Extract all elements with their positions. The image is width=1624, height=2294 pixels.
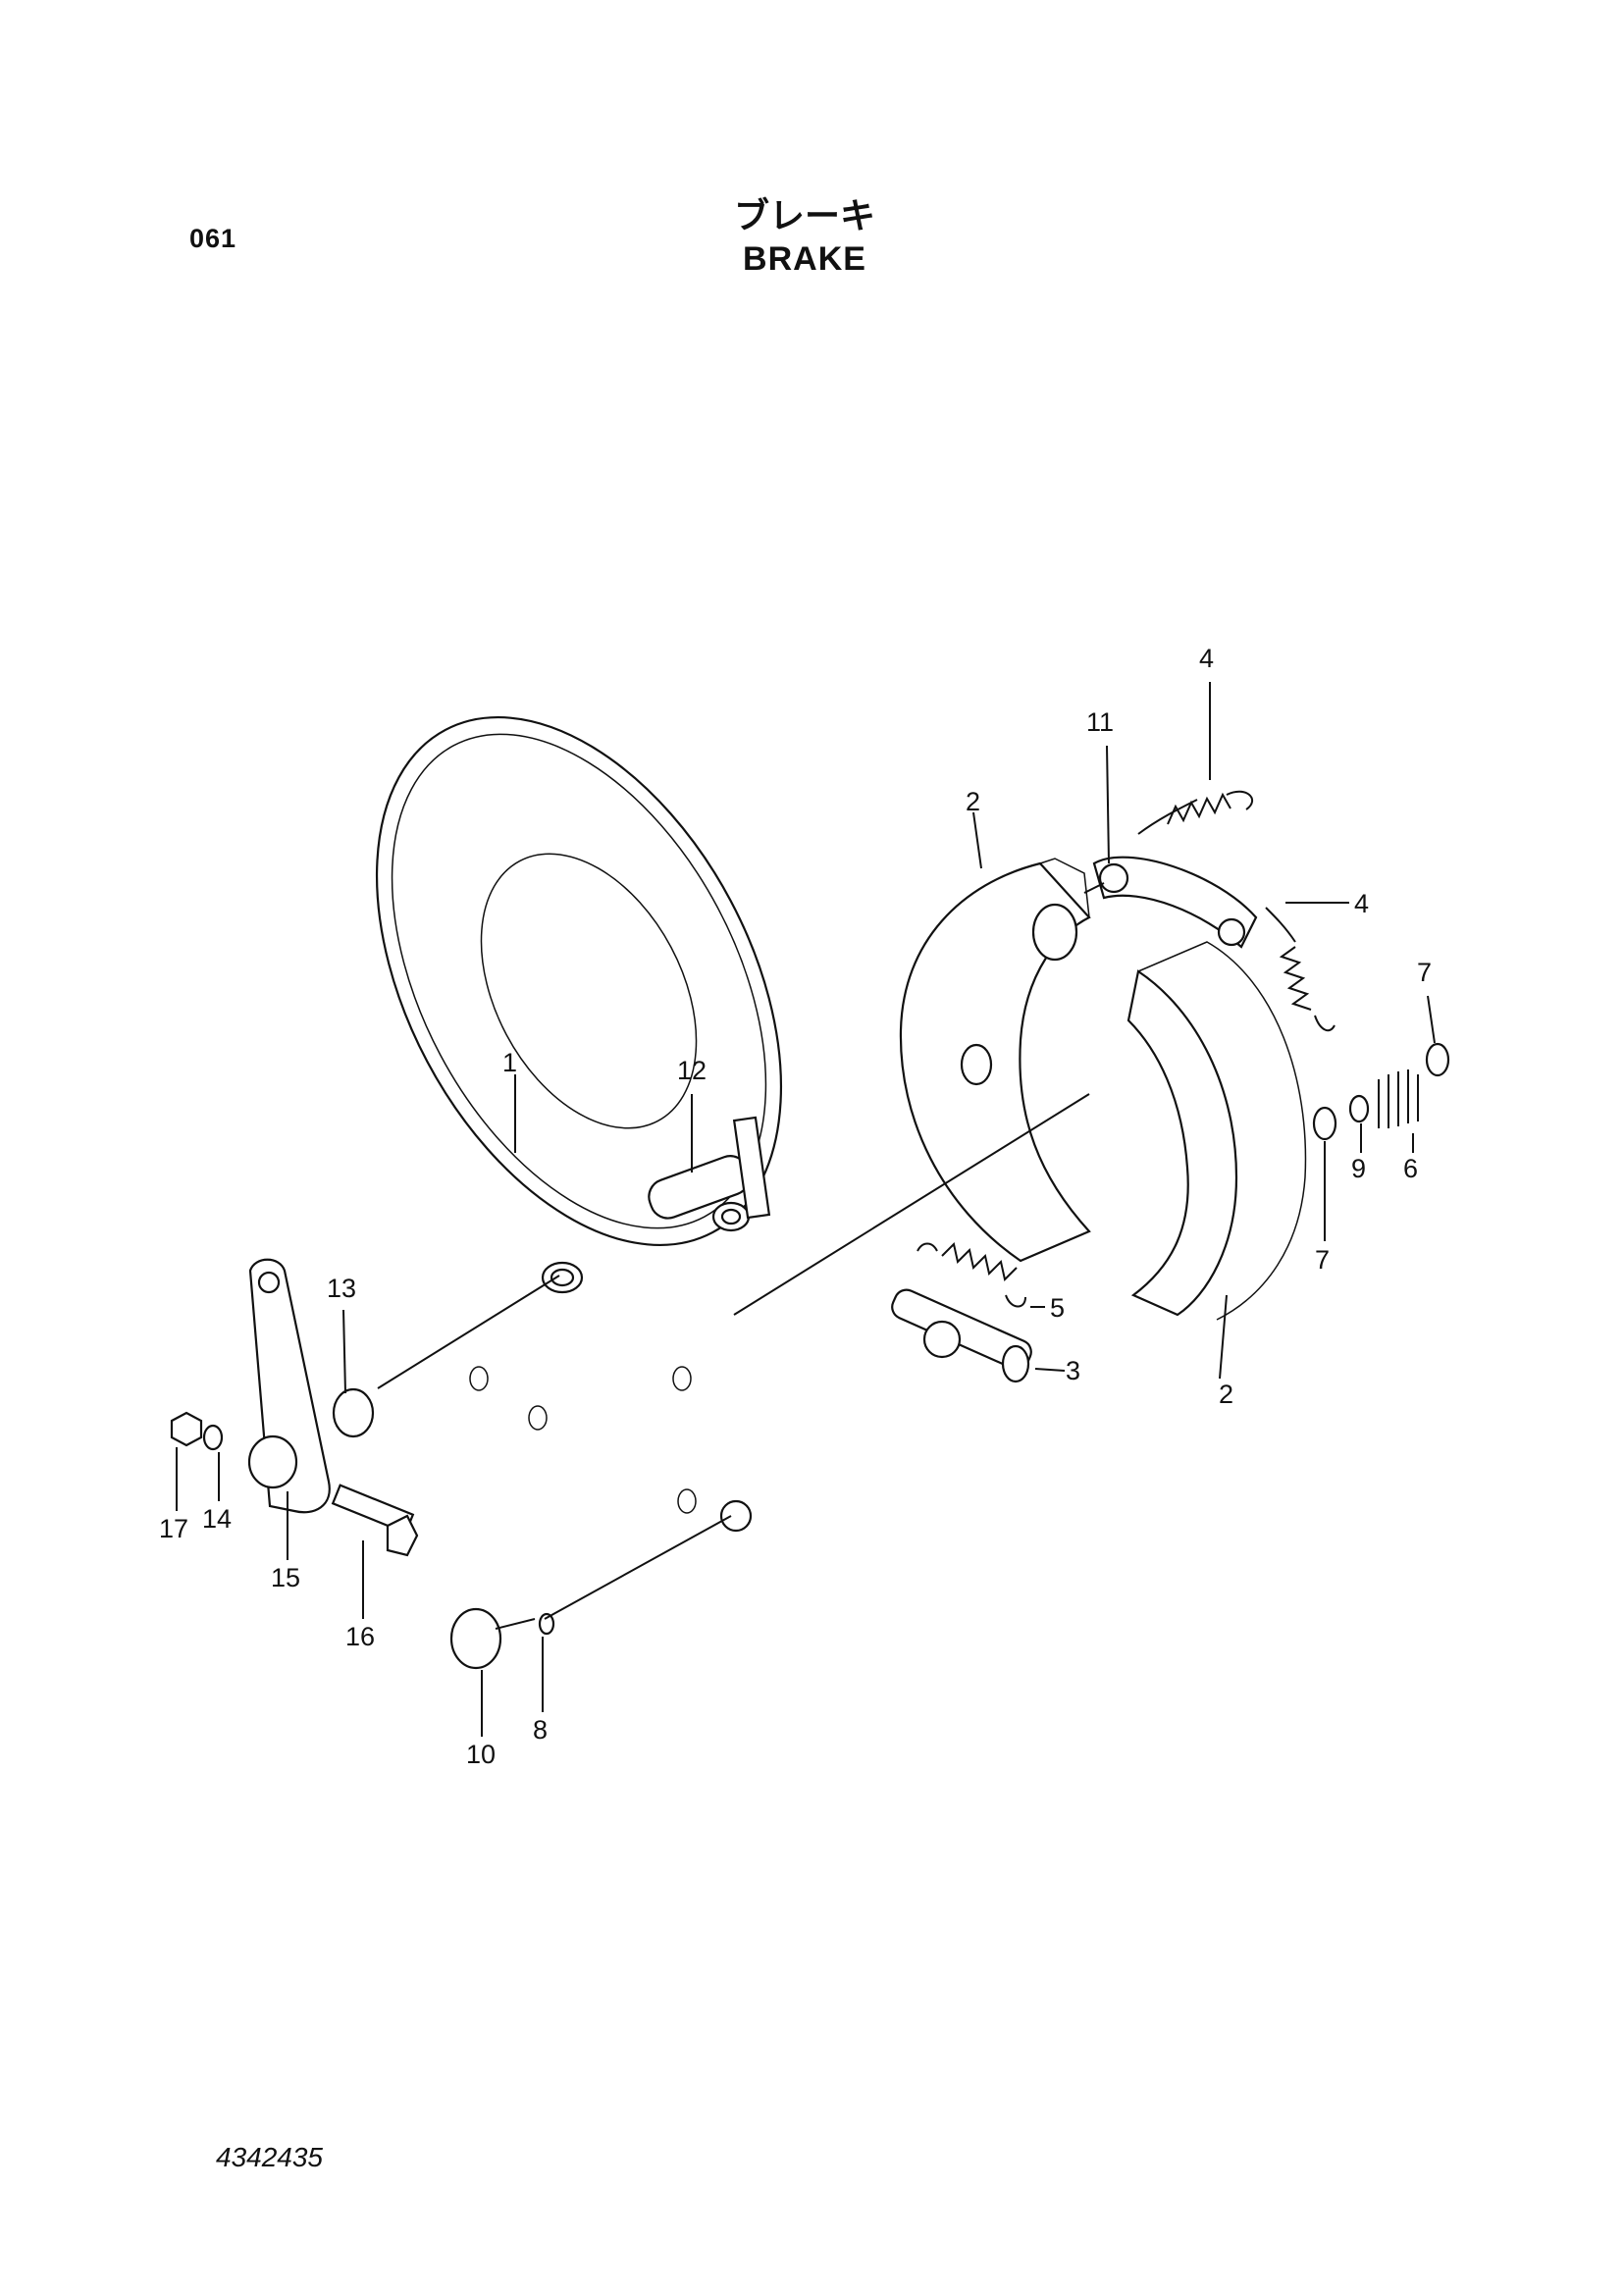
bolt [331, 1484, 419, 1557]
callout-4-right: 4 [1354, 889, 1369, 918]
callout-10: 10 [466, 1740, 496, 1769]
callout-2-lower: 2 [1219, 1380, 1233, 1409]
callout-15: 15 [271, 1563, 300, 1592]
callout-4-top: 4 [1199, 644, 1214, 673]
nut-and-washer [170, 1411, 224, 1451]
callout-5: 5 [1050, 1293, 1065, 1323]
return-spring-upper [1137, 790, 1254, 835]
backing-plate [375, 715, 783, 1533]
plug-and-pin [449, 1607, 555, 1670]
callout-7-top: 7 [1417, 958, 1432, 987]
washer [332, 1387, 375, 1438]
callout-9: 9 [1351, 1154, 1366, 1183]
callout-16: 16 [345, 1622, 375, 1651]
callout-6: 6 [1403, 1154, 1418, 1183]
callout-12: 12 [677, 1056, 707, 1085]
title-block: ブレーキ BRAKE [628, 194, 981, 281]
callout-3: 3 [1066, 1356, 1080, 1385]
callout-17: 17 [159, 1514, 188, 1543]
hold-down-parts [1312, 1042, 1450, 1141]
adjuster-spring [917, 1242, 1026, 1308]
callout-2-upper: 2 [966, 787, 980, 816]
title-english: BRAKE [743, 240, 866, 278]
anchor-pin [648, 1116, 771, 1220]
return-spring-right [1265, 907, 1336, 1032]
callout-7-lower: 7 [1315, 1245, 1330, 1275]
callout-8: 8 [533, 1715, 548, 1745]
callout-14: 14 [202, 1504, 232, 1534]
callout-13: 13 [327, 1274, 356, 1303]
title-japanese: ブレーキ [733, 195, 875, 235]
document-code: 4342435 [216, 2142, 324, 2172]
brake-lever [247, 1258, 331, 1514]
callout-leaders [176, 682, 1436, 1737]
page-number: 061 [189, 224, 237, 253]
callout-1: 1 [502, 1048, 517, 1077]
brake-shoe-left [899, 858, 1091, 1263]
lever-axis-line [377, 1275, 560, 1389]
plug-axis-line [544, 1515, 732, 1620]
assembly-centerline [733, 1093, 1090, 1316]
callout-11: 11 [1086, 707, 1114, 737]
anchor-axis-line [1083, 882, 1105, 894]
adjuster-assembly [891, 1288, 1032, 1383]
brake-shoe-right [1126, 941, 1307, 1321]
shoe-link-plate [1092, 856, 1258, 949]
